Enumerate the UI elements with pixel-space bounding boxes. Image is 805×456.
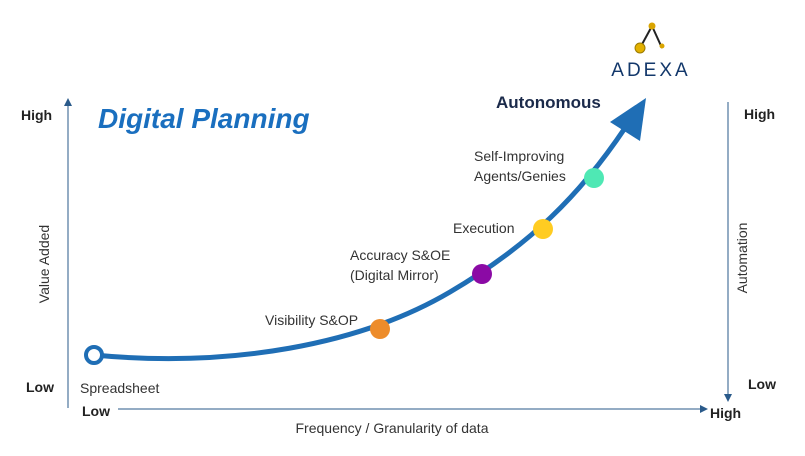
stage-marker-spreadsheet (84, 345, 104, 365)
stage-label-visibility: Visibility S&OP (265, 312, 358, 328)
left-axis-high: High (21, 107, 52, 123)
stage-marker-accuracy (472, 264, 492, 284)
right-axis-high: High (744, 106, 775, 122)
left-axis-label: Value Added (36, 225, 52, 303)
stage-label-self-improving-line2: Agents/Genies (474, 168, 566, 184)
curve-arrowhead (610, 98, 646, 141)
stage-label-self-improving-line1: Self-Improving (474, 148, 564, 164)
right-axis-low: Low (748, 376, 776, 392)
bottom-axis-high: High (710, 405, 741, 421)
stage-label-accuracy-line1: Accuracy S&OE (350, 247, 450, 263)
bottom-axis-low: Low (82, 403, 110, 419)
apex-label: Autonomous (496, 93, 601, 112)
stage-label-execution: Execution (453, 220, 514, 236)
page-title: Digital Planning (98, 103, 310, 134)
bottom-axis-label: Frequency / Granularity of data (296, 420, 489, 436)
stage-marker-visibility (370, 319, 390, 339)
growth-curve (91, 125, 628, 362)
left-axis-low: Low (26, 379, 54, 395)
adexa-logo: ADEXA (611, 22, 690, 81)
right-axis-label: Automation (734, 223, 750, 294)
stage-label-spreadsheet: Spreadsheet (80, 380, 160, 396)
logo-mark-icon (634, 22, 665, 54)
stage-marker-execution (533, 219, 553, 239)
stage-label-accuracy-line2: (Digital Mirror) (350, 267, 439, 283)
logo-text: ADEXA (611, 60, 690, 81)
stage-marker-self-improving (584, 168, 604, 188)
